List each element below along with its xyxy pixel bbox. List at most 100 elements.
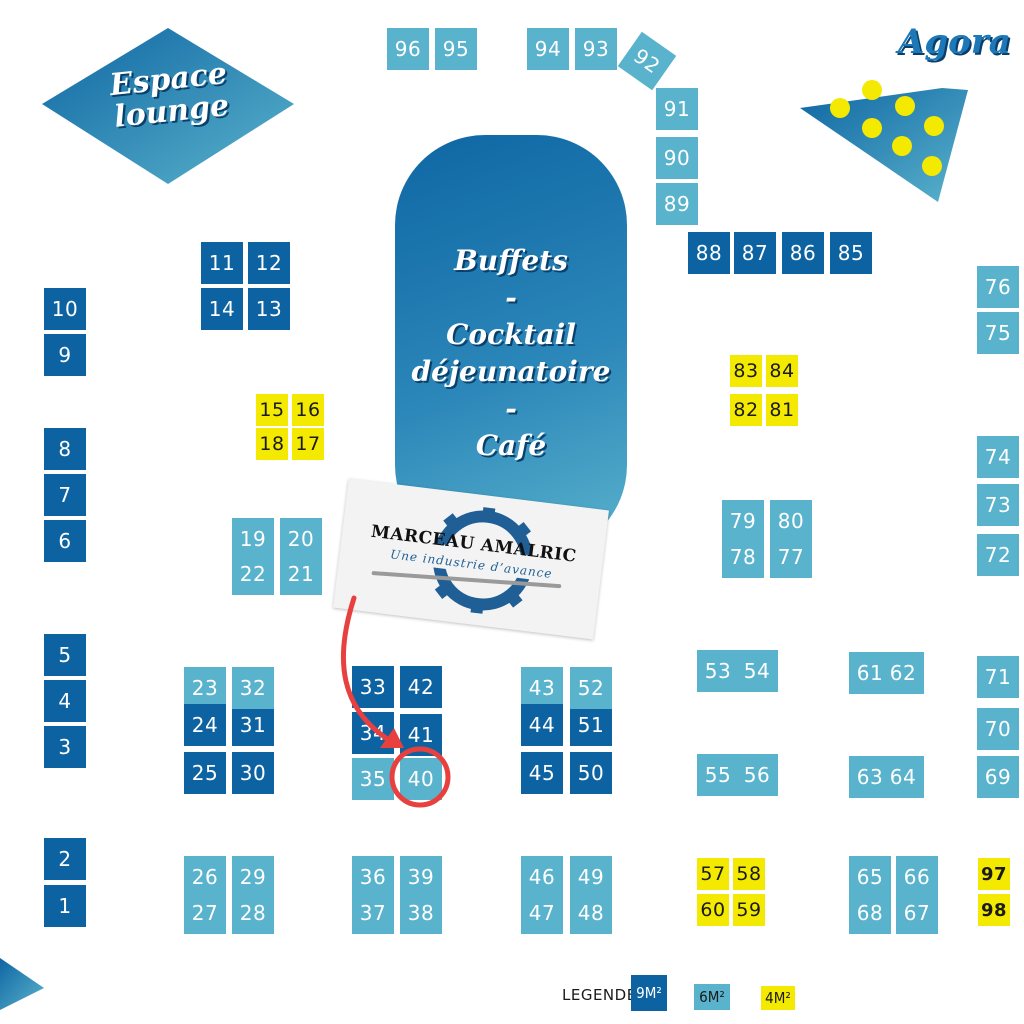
stand[interactable]: 59	[733, 894, 765, 926]
stand[interactable]: 53	[697, 650, 739, 692]
stand[interactable]: 33	[352, 666, 394, 708]
stand[interactable]: 85	[830, 232, 872, 274]
stand[interactable]: 21	[280, 553, 322, 595]
stand[interactable]: 93	[575, 28, 617, 70]
stand[interactable]: 86	[782, 232, 824, 274]
stand[interactable]: 56	[736, 754, 778, 796]
stand[interactable]: 26	[184, 856, 226, 898]
stand[interactable]: 77	[770, 536, 812, 578]
stand[interactable]: 84	[766, 355, 798, 387]
stand[interactable]: 9	[44, 334, 86, 376]
stand[interactable]: 96	[387, 28, 429, 70]
stand[interactable]: 58	[733, 858, 765, 890]
stand[interactable]: 44	[521, 704, 563, 746]
stand[interactable]: 27	[184, 892, 226, 934]
stand[interactable]: 67	[896, 892, 938, 934]
stand[interactable]: 17	[292, 428, 324, 460]
stand[interactable]: 64	[882, 756, 924, 798]
stand[interactable]: 55	[697, 754, 739, 796]
stand[interactable]: 50	[570, 752, 612, 794]
buffet-line: Café	[475, 429, 547, 462]
stand[interactable]: 1	[44, 885, 86, 927]
stand[interactable]: 32	[232, 667, 274, 709]
stand[interactable]: 38	[400, 892, 442, 934]
stand[interactable]: 74	[977, 436, 1019, 478]
stand[interactable]: 91	[656, 88, 698, 130]
stand[interactable]: 57	[697, 858, 729, 890]
stand[interactable]: 12	[248, 242, 290, 284]
stand[interactable]: 22	[232, 553, 274, 595]
stand[interactable]: 37	[352, 892, 394, 934]
stand[interactable]: 23	[184, 667, 226, 709]
stand[interactable]: 90	[656, 137, 698, 179]
exhibitor-card[interactable]: MARCEAU AMALRIC Une industrie d’avance	[333, 478, 609, 640]
stand[interactable]: 43	[521, 667, 563, 709]
stand[interactable]: 34	[352, 712, 394, 754]
stand[interactable]: 15	[256, 394, 288, 426]
stand[interactable]: 35	[352, 758, 394, 800]
stand[interactable]: 28	[232, 892, 274, 934]
stand[interactable]: 36	[352, 856, 394, 898]
stand[interactable]: 47	[521, 892, 563, 934]
stand[interactable]: 3	[44, 726, 86, 768]
legend-swatch: 6M²	[694, 984, 730, 1010]
stand[interactable]: 10	[44, 288, 86, 330]
stand[interactable]: 29	[232, 856, 274, 898]
stand[interactable]: 31	[232, 704, 274, 746]
stand[interactable]: 14	[201, 288, 243, 330]
stand[interactable]: 41	[400, 714, 442, 756]
stand[interactable]: 51	[570, 704, 612, 746]
entrance-arrow-shape	[0, 958, 44, 1010]
stand[interactable]: 70	[977, 708, 1019, 750]
stand[interactable]: 8	[44, 428, 86, 470]
stand[interactable]: 4	[44, 680, 86, 722]
stand[interactable]: 11	[201, 242, 243, 284]
stand[interactable]: 24	[184, 704, 226, 746]
stand[interactable]: 82	[730, 394, 762, 426]
stand[interactable]: 71	[977, 656, 1019, 698]
stand-highlighted[interactable]: 40	[400, 758, 442, 800]
stand[interactable]: 6	[44, 520, 86, 562]
stand[interactable]: 49	[570, 856, 612, 898]
stand[interactable]: 72	[977, 534, 1019, 576]
agora-seats	[830, 80, 944, 176]
stand[interactable]: 18	[256, 428, 288, 460]
stand[interactable]: 97	[978, 858, 1010, 890]
stand[interactable]: 16	[292, 394, 324, 426]
lounge-label: Espace lounge	[108, 56, 231, 135]
stand[interactable]: 45	[521, 752, 563, 794]
stand[interactable]: 42	[400, 666, 442, 708]
stand[interactable]: 39	[400, 856, 442, 898]
stand[interactable]: 5	[44, 634, 86, 676]
stand[interactable]: 75	[977, 312, 1019, 354]
stand[interactable]: 66	[896, 856, 938, 898]
stand[interactable]: 54	[736, 650, 778, 692]
stand[interactable]: 62	[882, 652, 924, 694]
stand[interactable]: 94	[527, 28, 569, 70]
stand[interactable]: 73	[977, 484, 1019, 526]
stand[interactable]: 68	[849, 892, 891, 934]
stand[interactable]: 48	[570, 892, 612, 934]
stand[interactable]: 89	[656, 183, 698, 225]
stand[interactable]: 95	[435, 28, 477, 70]
stand[interactable]: 69	[977, 756, 1019, 798]
stand[interactable]: 65	[849, 856, 891, 898]
stand[interactable]: 78	[722, 536, 764, 578]
stand[interactable]: 76	[977, 266, 1019, 308]
stand[interactable]: 60	[697, 894, 729, 926]
stand[interactable]: 52	[570, 667, 612, 709]
stand[interactable]: 83	[730, 355, 762, 387]
stand[interactable]: 30	[232, 752, 274, 794]
stand[interactable]: 13	[248, 288, 290, 330]
stand[interactable]: 81	[766, 394, 798, 426]
stand[interactable]: 80	[770, 500, 812, 542]
stand[interactable]: 88	[688, 232, 730, 274]
stand[interactable]: 7	[44, 474, 86, 516]
stand[interactable]: 87	[734, 232, 776, 274]
stand[interactable]: 2	[44, 838, 86, 880]
stand[interactable]: 25	[184, 752, 226, 794]
stand[interactable]: 46	[521, 856, 563, 898]
stand[interactable]: 79	[722, 500, 764, 542]
stand[interactable]: 98	[978, 894, 1010, 926]
